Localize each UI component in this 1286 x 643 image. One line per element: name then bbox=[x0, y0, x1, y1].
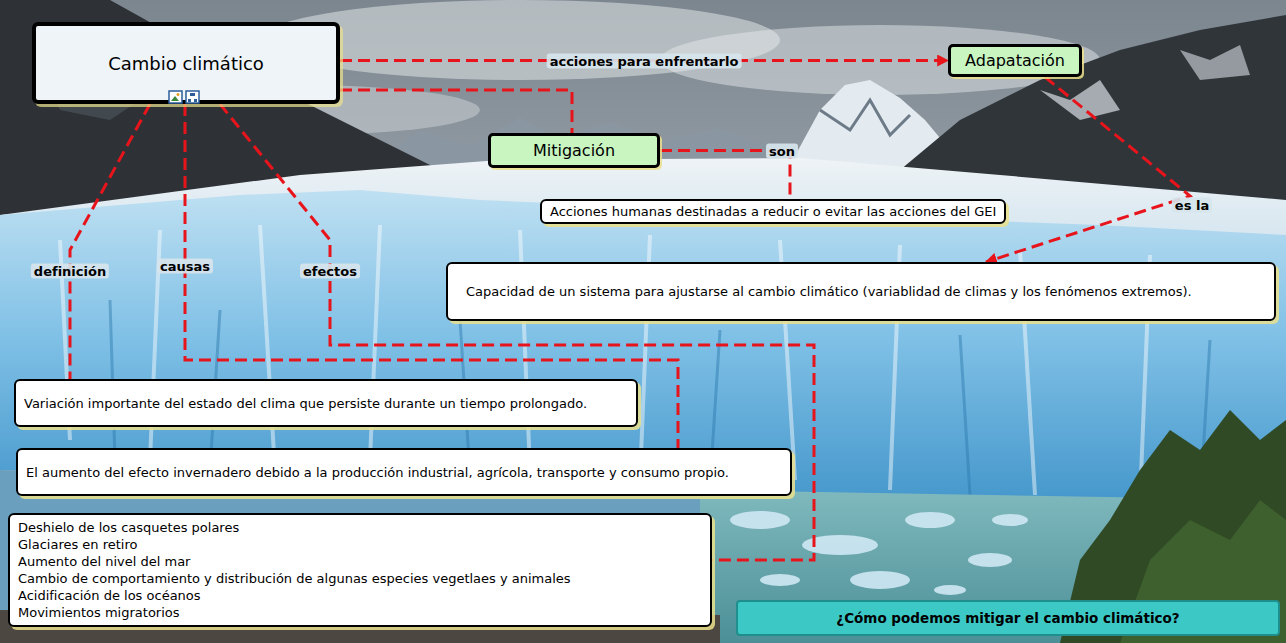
node-text: ¿Cómo podemos mitigar el cambio climátic… bbox=[836, 610, 1179, 626]
node-text: Variación importante del estado del clim… bbox=[24, 396, 628, 411]
node-icons bbox=[168, 90, 202, 104]
effects-list: Deshielo de los casquetes polaresGlaciar… bbox=[8, 513, 712, 627]
concept-box: Adapatación bbox=[948, 44, 1082, 77]
list-item: Aumento del nivel del mar bbox=[18, 553, 702, 570]
edge-label: son bbox=[766, 143, 798, 158]
node-text: Capacidad de un sistema para ajustarse a… bbox=[466, 284, 1256, 299]
node-text: El aumento del efecto invernadero debido… bbox=[26, 465, 782, 480]
list-item: Glaciares en retiro bbox=[18, 536, 702, 553]
cause-box: El aumento del efecto invernadero debido… bbox=[16, 448, 792, 496]
edge-label: causas bbox=[157, 259, 213, 274]
dashed-connector bbox=[340, 90, 572, 133]
list-item: Deshielo de los casquetes polares bbox=[18, 519, 702, 536]
definition-box: Acciones humanas destinadas a reducir o … bbox=[540, 199, 1006, 224]
node-text: Cambio climático bbox=[108, 53, 264, 74]
edge-label: es la bbox=[1172, 198, 1212, 213]
node-text: Acciones humanas destinadas a reducir o … bbox=[550, 204, 996, 219]
list-item: Cambio de comportamiento y distribución … bbox=[18, 570, 702, 587]
dashed-connector bbox=[70, 104, 150, 379]
edge-label: efectos bbox=[300, 264, 360, 279]
definition-box: Variación importante del estado del clim… bbox=[14, 379, 638, 427]
list-item: Acidificación de los océanos bbox=[18, 587, 702, 604]
dashed-connector bbox=[986, 77, 1190, 262]
edge-label: definición bbox=[31, 264, 109, 279]
node-text: Adapatación bbox=[965, 51, 1065, 70]
edge-label: acciones para enfrentarlo bbox=[547, 53, 742, 68]
concept-box: Mitigación bbox=[488, 133, 660, 168]
node-text: Mitigación bbox=[533, 141, 615, 160]
definition-box: Capacidad de un sistema para ajustarse a… bbox=[446, 262, 1276, 321]
question-banner: ¿Cómo podemos mitigar el cambio climátic… bbox=[736, 600, 1280, 636]
list-item: Movimientos migratorios bbox=[18, 604, 702, 621]
